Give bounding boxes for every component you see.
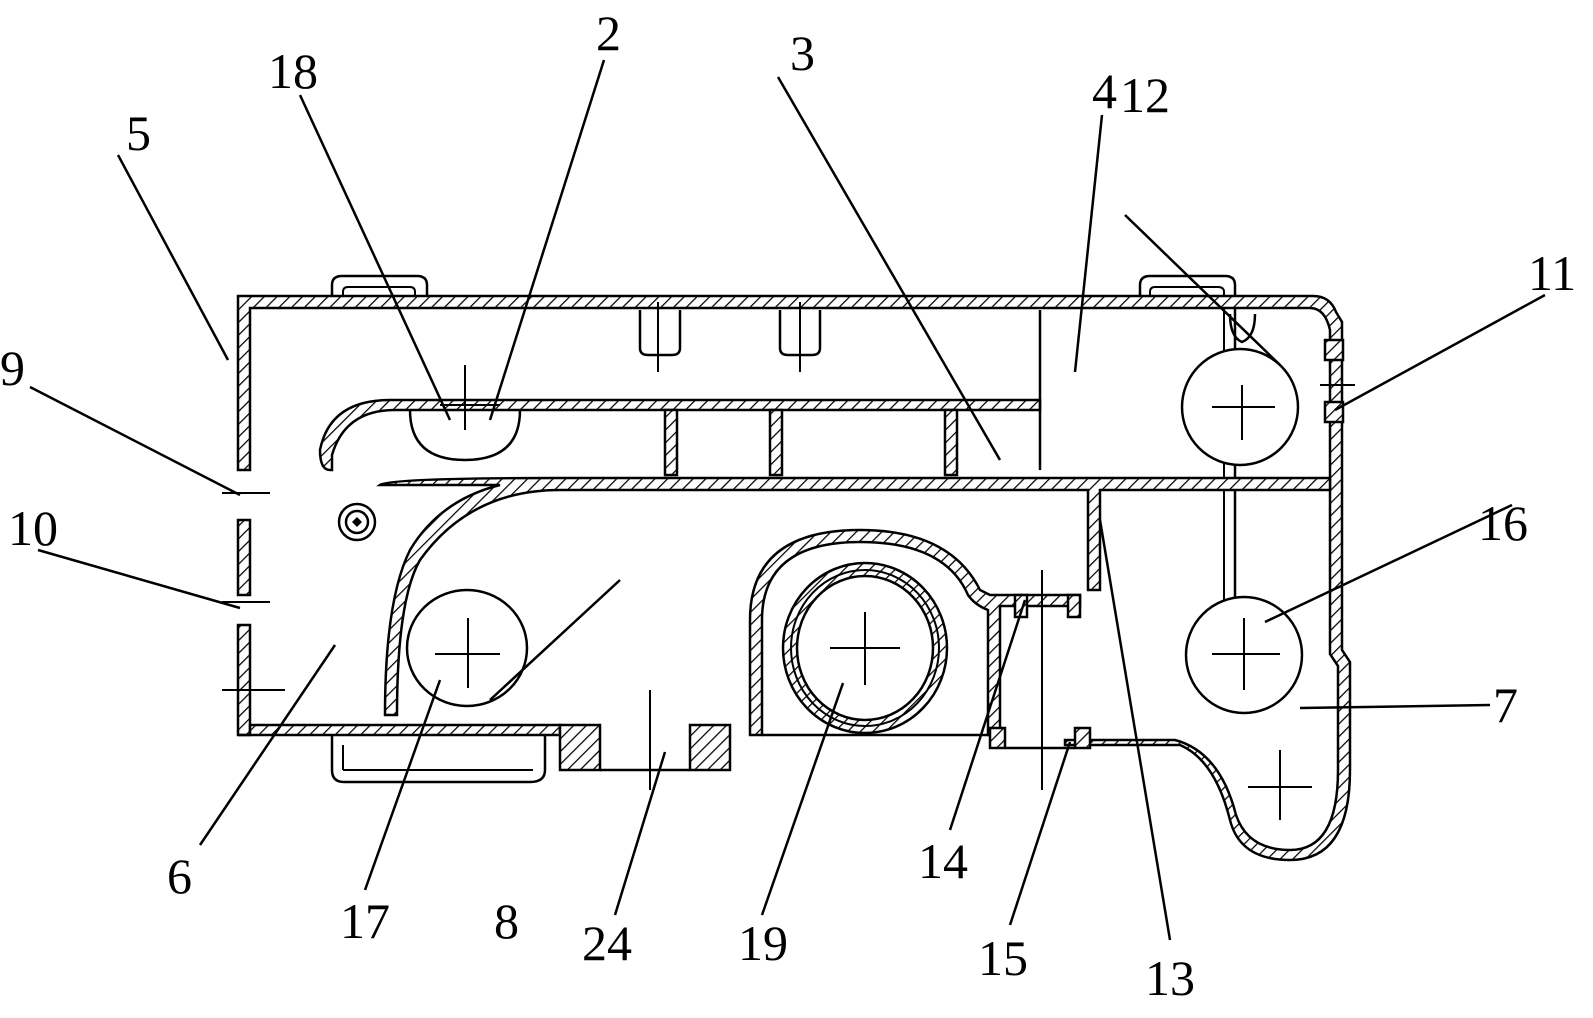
chamber-16-circle <box>1184 595 1304 715</box>
label-4: 4 <box>1092 63 1117 119</box>
label-24: 24 <box>582 915 632 971</box>
label-5: 5 <box>126 105 151 161</box>
label-3: 3 <box>790 25 815 81</box>
top-left-bracket <box>330 274 429 296</box>
chamber-17-circle <box>405 588 529 708</box>
chamber-18-pocket <box>408 409 522 462</box>
label-19: 19 <box>738 915 788 971</box>
label-2: 2 <box>596 5 621 61</box>
fastener <box>337 502 377 542</box>
label-13: 13 <box>1145 950 1195 1006</box>
label-16: 16 <box>1478 495 1528 551</box>
bottom-left-bracket <box>330 735 547 784</box>
crosshair-18 <box>440 365 500 430</box>
leader-lines <box>29 59 1546 941</box>
label-11: 11 <box>1528 245 1576 301</box>
label-18: 18 <box>268 43 318 99</box>
outer-housing <box>236 294 1352 862</box>
boss-12 <box>1180 313 1300 467</box>
label-6: 6 <box>167 848 192 904</box>
label-15: 15 <box>978 930 1028 986</box>
label-9: 9 <box>0 340 25 396</box>
label-12: 12 <box>1120 67 1170 123</box>
ports-14-15 <box>988 570 1092 790</box>
label-17: 17 <box>340 893 390 949</box>
label-10: 10 <box>8 500 58 556</box>
crosshair-7 <box>1248 750 1312 820</box>
label-14: 14 <box>918 833 968 889</box>
tube-19 <box>748 528 1082 737</box>
label-7: 7 <box>1493 677 1518 733</box>
top-screws <box>638 302 822 372</box>
port-24 <box>558 690 732 790</box>
label-8: 8 <box>494 893 519 949</box>
